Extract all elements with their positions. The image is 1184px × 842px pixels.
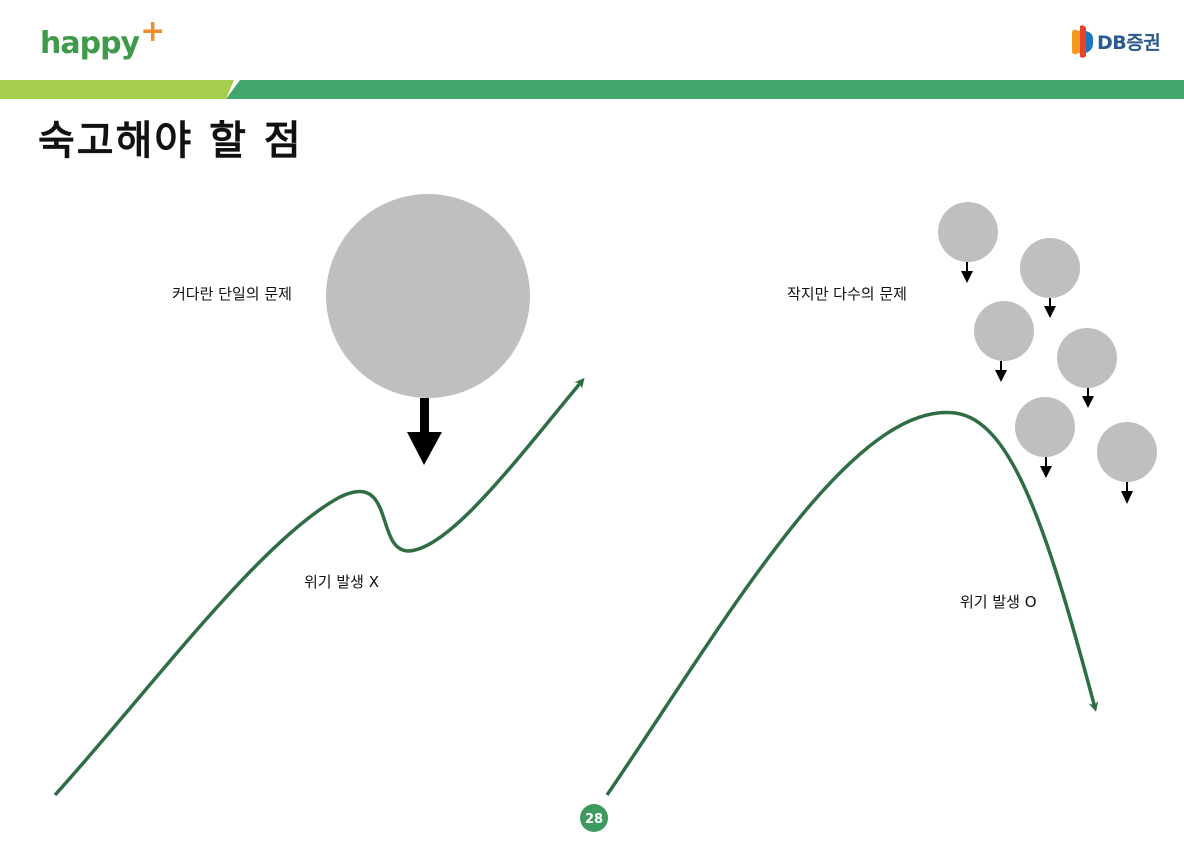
db-logo-text: DB증권 [1097,31,1161,54]
small-problem-circle [1015,397,1075,457]
small-arrow-head [961,271,973,283]
big-arrow-shaft [420,398,429,434]
big-arrow-head [407,432,442,465]
page-number: 28 [585,812,603,827]
small-problem [1097,422,1157,504]
small-problem-circle [1020,238,1080,298]
right-decline-curve [605,410,1099,796]
small-problem-circle [1057,328,1117,388]
small-problem-circle [938,202,998,262]
left-problem-label: 커다란 단일의 문제 [172,285,292,303]
small-arrow-head [1040,466,1052,478]
small-arrow-head [1121,491,1133,504]
small-problem-circle [974,301,1034,361]
happy-logo-text: happy [40,26,140,61]
db-logo: DB증권 [1070,22,1161,60]
right-problem-label: 작지만 다수의 문제 [787,285,907,303]
small-problem-circle [1097,422,1157,482]
happy-logo: happy+ [40,14,165,61]
small-problem [1015,397,1075,478]
header-bar-dark [226,80,1184,99]
page-number-badge [580,804,608,832]
small-arrow-head [1082,396,1094,408]
small-arrow-head [995,370,1007,382]
left-curve-caption: 위기 발생 X [304,573,379,591]
happy-logo-plus: + [140,14,165,49]
header-bar-light [0,80,234,99]
small-problem [1057,328,1117,408]
db-logo-icon [1072,25,1094,58]
big-problem-circle [326,194,530,398]
small-problem [938,202,998,283]
right-curve-caption: 위기 발생 O [960,593,1037,611]
left-growth-curve [53,377,585,797]
small-arrow-head [1044,306,1056,318]
small-problem [1020,238,1080,318]
small-problem [974,301,1034,382]
page-title: 숙고해야 할 점 [38,118,303,164]
